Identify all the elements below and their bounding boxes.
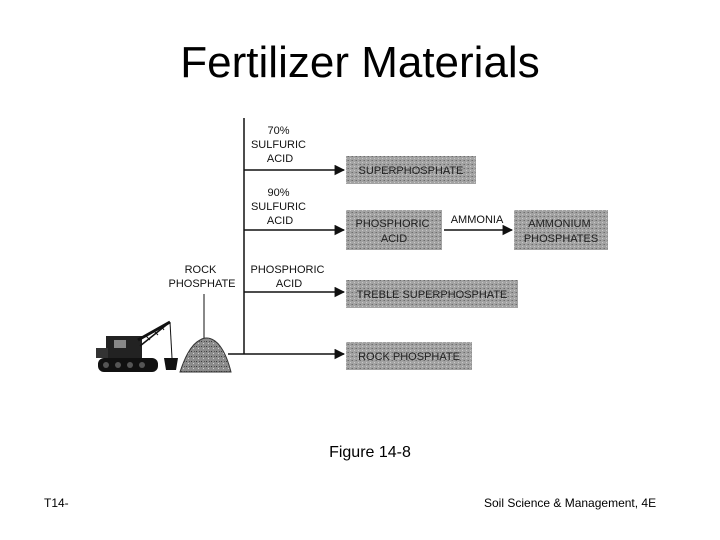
figure-caption: Figure 14-8	[0, 444, 720, 462]
branch-label-70-sulfuric: 70% SULFURIC ACID	[251, 125, 309, 165]
branch-label-phosphoric-acid: PHOSPHORIC ACID	[250, 264, 327, 290]
rock-pile-illustration	[180, 294, 231, 372]
book-credit: Soil Science & Management, 4E	[484, 496, 656, 510]
excavator-illustration	[96, 322, 178, 372]
box-label-treble-superphosphate: TREBLE SUPERPHOSPHATE	[357, 289, 508, 301]
ammonia-label: AMMONIA	[451, 214, 504, 226]
slide-number: T14-	[44, 496, 69, 510]
box-label-rock-phosphate: ROCK PHOSPHATE	[358, 351, 460, 363]
branch-label-90-sulfuric: 90% SULFURIC ACID	[251, 187, 309, 227]
rock-phosphate-label: ROCK PHOSPHATE	[168, 264, 235, 290]
box-label-superphosphate: SUPERPHOSPHATE	[359, 165, 464, 177]
